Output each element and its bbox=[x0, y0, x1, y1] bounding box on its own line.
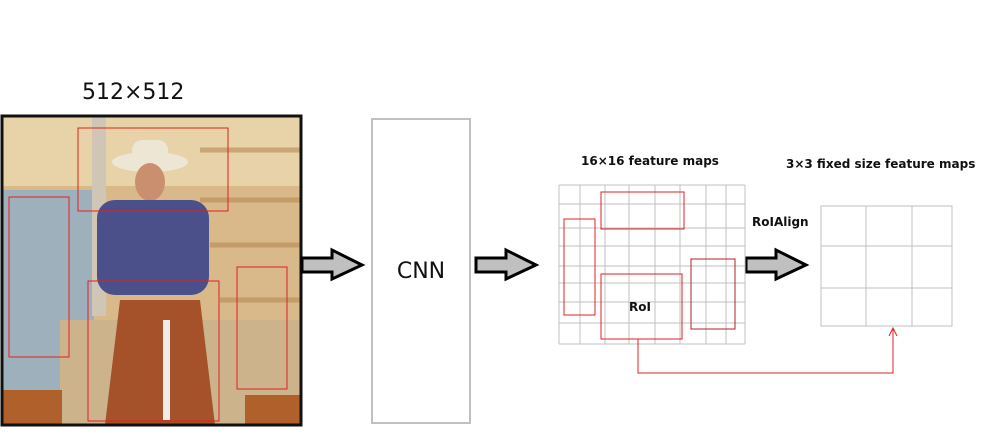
cnn-block: CNN bbox=[371, 118, 471, 424]
output-map-label: 3×3 fixed size feature maps bbox=[786, 157, 976, 171]
feature-map-label: 16×16 feature maps bbox=[581, 154, 719, 168]
roialign-label: RoIAlign bbox=[752, 215, 809, 229]
feature-roi-box bbox=[600, 273, 683, 340]
feature-map-grid bbox=[558, 184, 746, 345]
feature-roi-box bbox=[600, 191, 685, 230]
feature-roi-box bbox=[563, 218, 596, 316]
roi-label: RoI bbox=[629, 300, 651, 314]
image-roi-box bbox=[77, 127, 229, 212]
input-photo bbox=[0, 114, 303, 427]
arrow-icon bbox=[474, 247, 540, 282]
image-roi-box bbox=[8, 196, 70, 358]
arrow-icon bbox=[744, 247, 810, 282]
image-roi-box bbox=[236, 266, 288, 390]
output-grid bbox=[820, 205, 953, 327]
input-size-label: 512×512 bbox=[82, 80, 185, 105]
image-roi-box bbox=[87, 280, 220, 422]
cnn-label: CNN bbox=[396, 258, 446, 284]
feature-roi-box bbox=[690, 258, 736, 330]
arrow-icon bbox=[300, 247, 366, 282]
roi-to-output-connector bbox=[637, 326, 898, 374]
